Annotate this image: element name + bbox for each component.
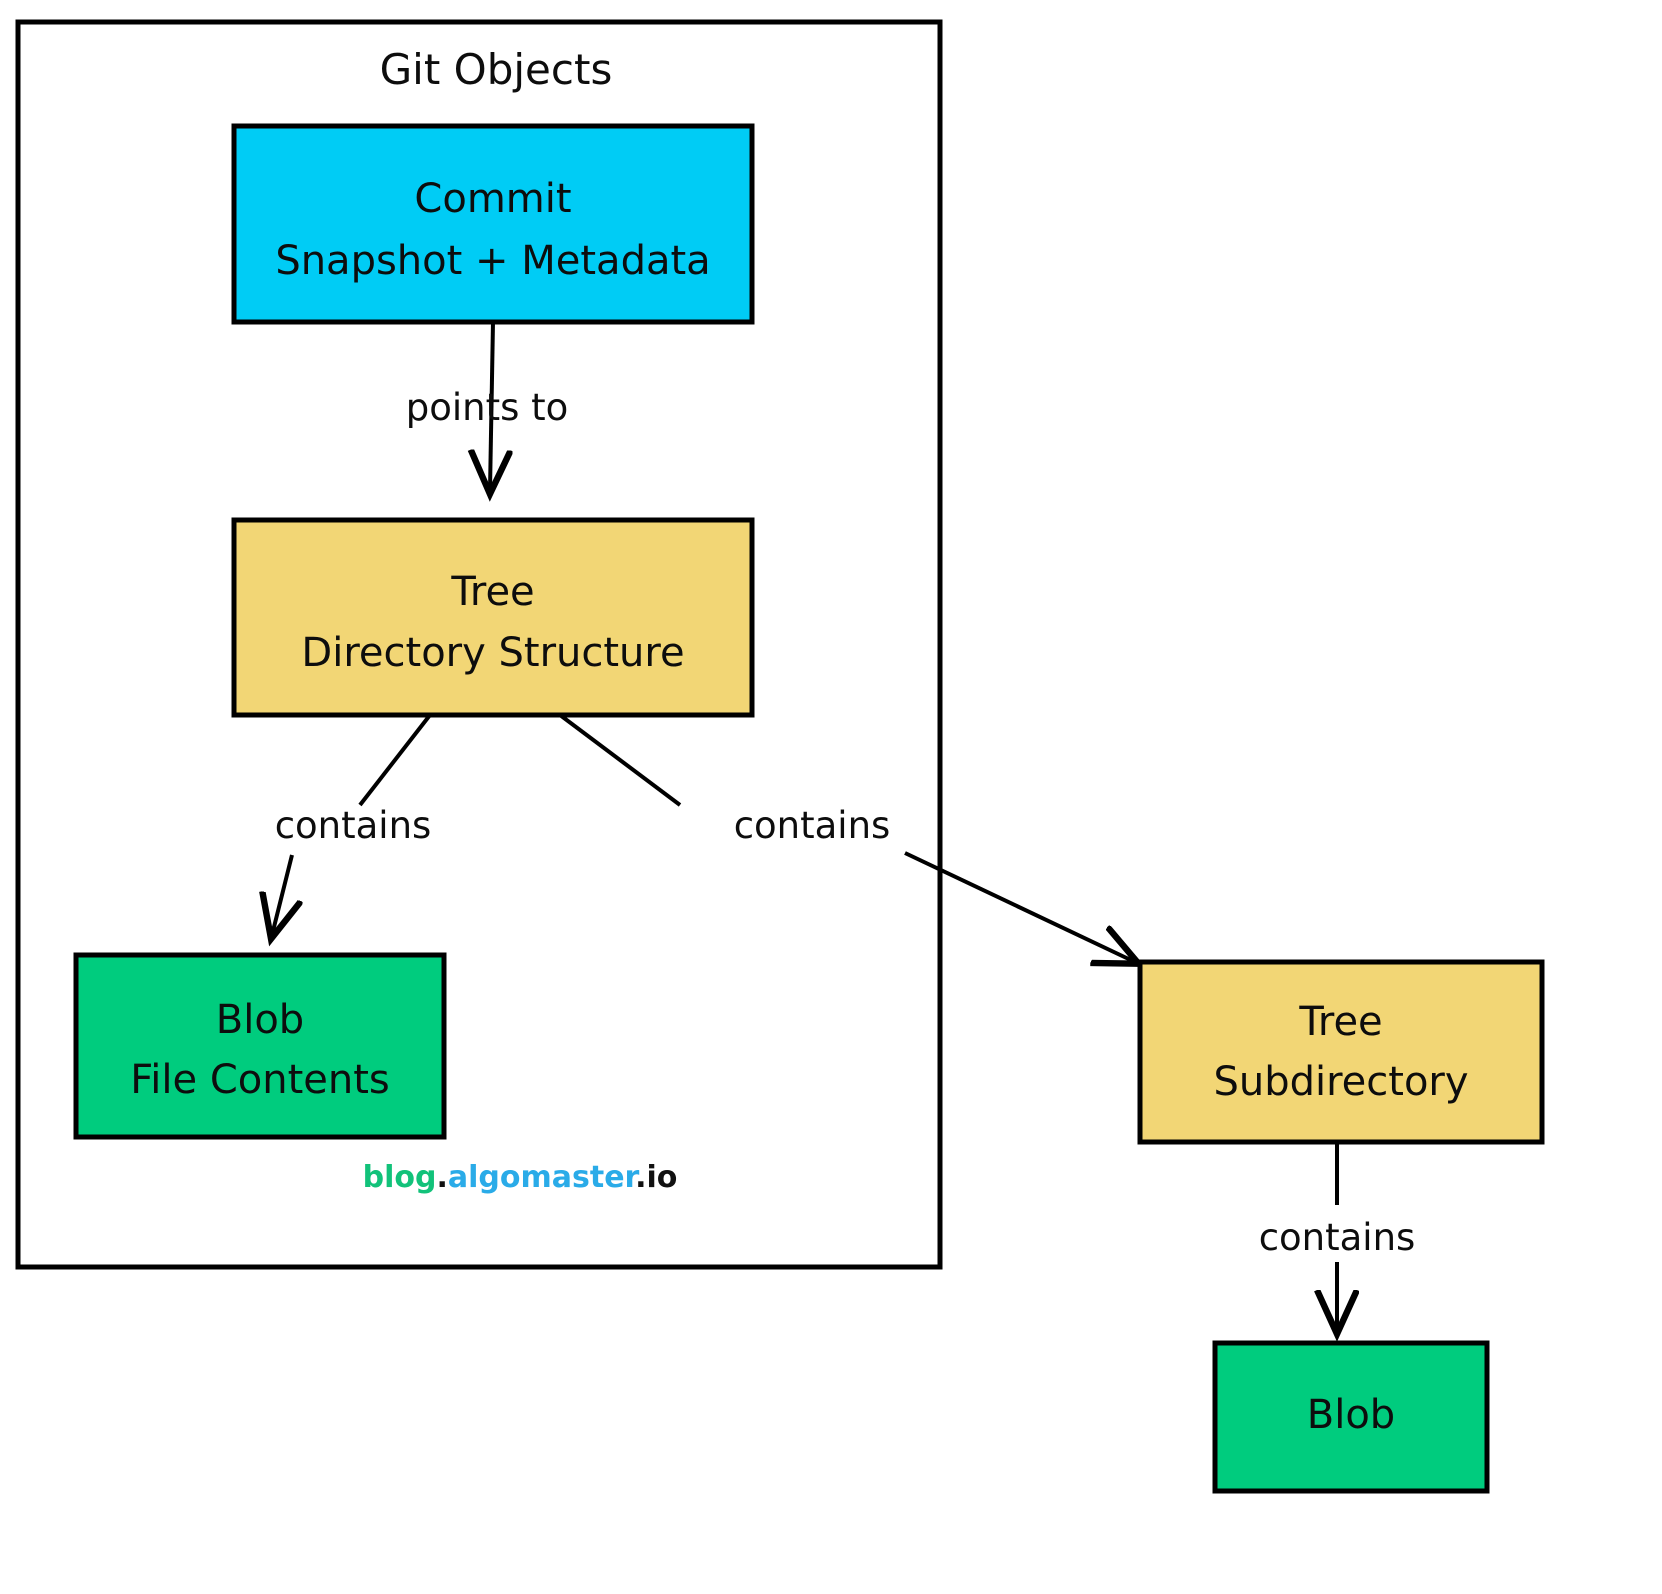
edge-label-contains-blob: contains (275, 804, 432, 847)
node-commit-box[interactable] (231, 123, 755, 325)
brand-dot2: . (635, 1160, 646, 1195)
edge-label-points-to: points to (406, 386, 569, 429)
node-blob-file-line1: Blob (216, 997, 304, 1043)
brand-dot1: . (436, 1160, 447, 1195)
node-tree-sub-line1: Tree (1298, 999, 1382, 1045)
edge-label-contains-subtree: contains (734, 804, 891, 847)
edge-tree-to-blob-upper (358, 713, 432, 807)
node-commit-line1: Commit (414, 176, 571, 222)
node-blob-file-box[interactable] (73, 952, 447, 1140)
node-blob-sub-line1: Blob (1307, 1392, 1395, 1438)
edge-tree-to-subtree-upper (558, 713, 682, 807)
edge-label-contains-subblob: contains (1259, 1216, 1416, 1259)
edge-commit-to-tree (490, 321, 493, 490)
node-blob-file-line2: File Contents (130, 1057, 390, 1103)
brand-footer: blog.algomaster.io (363, 1160, 678, 1195)
node-commit-line2: Snapshot + Metadata (275, 238, 710, 284)
node-blob-sub-box[interactable] (1212, 1340, 1490, 1494)
edge-tree-to-subtree-lower (904, 851, 1135, 962)
brand-part2: algomaster (448, 1160, 640, 1195)
node-tree-root-box[interactable] (231, 517, 755, 718)
container-title: Git Objects (380, 45, 613, 94)
brand-part1: blog (363, 1160, 437, 1195)
node-tree-root-line1: Tree (450, 569, 534, 615)
node-tree-sub-line2: Subdirectory (1213, 1059, 1468, 1105)
node-tree-sub-box[interactable] (1137, 959, 1545, 1145)
git-objects-container (15, 19, 943, 1270)
brand-part3: io (646, 1160, 677, 1195)
node-tree-root-line2: Directory Structure (301, 630, 684, 676)
edge-tree-to-blob-lower (272, 854, 292, 935)
